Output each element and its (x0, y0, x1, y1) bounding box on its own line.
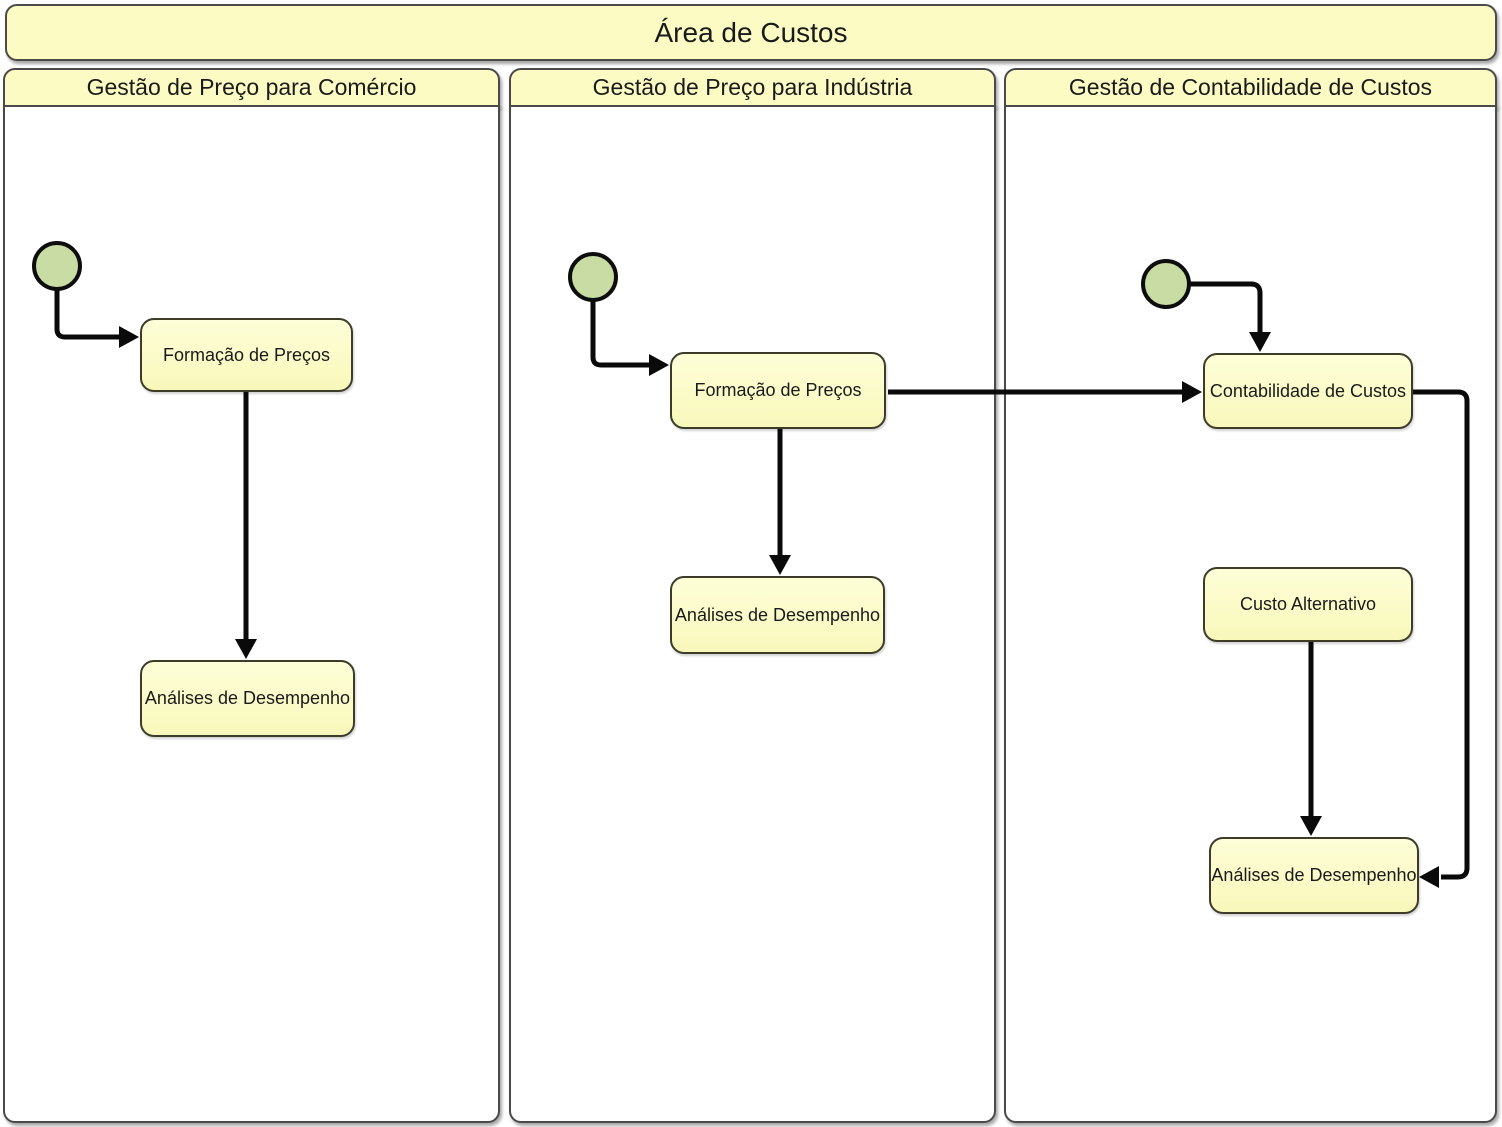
node-formacao-precos-industria: Formação de Preços (670, 352, 886, 429)
node-custo-alternativo: Custo Alternativo (1203, 567, 1413, 642)
diagram-title: Área de Custos (654, 16, 848, 48)
lane-header-industria: Gestão de Preço para Indústria (509, 68, 996, 107)
node-label: Análises de Desempenho (144, 688, 351, 708)
lane-title: Gestão de Preço para Comércio (86, 74, 417, 100)
node-analises-desempenho-comercio: Análises de Desempenho (140, 660, 355, 737)
lane-body-comercio (3, 105, 500, 1123)
lane-header-contabilidade: Gestão de Contabilidade de Custos (1004, 68, 1497, 107)
node-label: Análises de Desempenho (1211, 865, 1417, 885)
node-contabilidade-custos: Contabilidade de Custos (1203, 353, 1413, 429)
node-formacao-precos-comercio: Formação de Preços (140, 318, 353, 392)
node-label: Análises de Desempenho (674, 604, 881, 625)
lane-header-comercio: Gestão de Preço para Comércio (3, 68, 500, 107)
node-analises-desempenho-contabilidade: Análises de Desempenho (1209, 837, 1419, 914)
node-analises-desempenho-industria: Análises de Desempenho (670, 576, 885, 654)
node-label: Formação de Preços (694, 380, 862, 400)
node-label: Custo Alternativo (1239, 594, 1377, 614)
node-label: Formação de Preços (162, 344, 331, 365)
node-label: Contabilidade de Custos (1209, 380, 1407, 401)
lane-title: Gestão de Contabilidade de Custos (1068, 74, 1433, 100)
diagram-title-bar: Área de Custos (5, 4, 1497, 61)
lane-title: Gestão de Preço para Indústria (592, 74, 913, 100)
